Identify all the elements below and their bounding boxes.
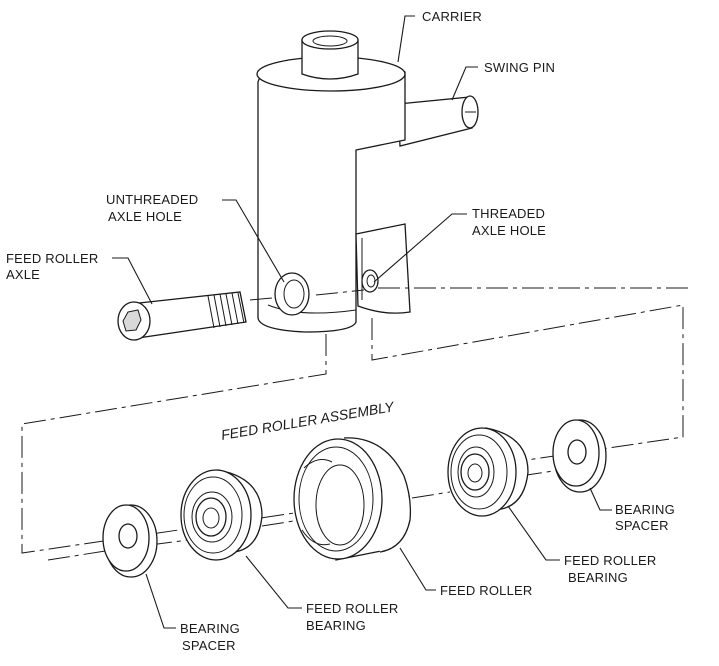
label-feed-roller-bearing-left-line1: FEED ROLLER	[306, 601, 399, 616]
label-unthreaded-line1: UNTHREADED	[106, 192, 198, 207]
label-feed-roller-assembly: FEED ROLLER ASSEMBLY	[220, 398, 397, 443]
label-swing-pin: SWING PIN	[484, 60, 555, 75]
bearing-spacer-left	[102, 504, 158, 578]
label-bearing-spacer-right-line1: BEARING	[615, 502, 675, 517]
label-feed-roller-bearing-left-line2: BEARING	[306, 618, 366, 633]
carrier	[256, 30, 479, 333]
leader-carrier	[397, 15, 415, 63]
label-unthreaded-line2: AXLE HOLE	[108, 209, 182, 224]
unthreaded-axle-hole	[274, 272, 310, 316]
leader-feed-roller-bearing-right	[507, 505, 560, 561]
leader-bearing-spacer-right	[589, 487, 612, 511]
label-carrier: CARRIER	[422, 9, 482, 24]
feed-roller-bearing-right	[447, 427, 529, 517]
label-threaded-line1: THREADED	[472, 206, 545, 221]
label-feed-roller-bearing-right-line2: BEARING	[568, 570, 628, 585]
leader-unthreaded-axle-hole	[222, 199, 285, 283]
feed-roller-bearing-left	[180, 469, 263, 561]
feed-roller-axle	[117, 291, 247, 341]
leader-swing-pin	[451, 66, 478, 101]
feed-roller	[293, 437, 412, 561]
label-feed-roller-bearing-right-line1: FEED ROLLER	[564, 553, 657, 568]
label-bearing-spacer-left-line2: SPACER	[182, 638, 236, 653]
label-bearing-spacer-left-line1: BEARING	[180, 621, 240, 636]
label-bearing-spacer-right-line2: SPACER	[615, 518, 669, 533]
leader-feed-roller-bearing-left	[245, 555, 302, 609]
leader-lines	[112, 15, 612, 629]
label-feed-roller-axle-line2: AXLE	[6, 267, 40, 282]
leader-feed-roller-axle	[112, 257, 153, 305]
feed-roller-assembly	[102, 419, 607, 578]
label-feed-roller-axle-line1: FEED ROLLER	[6, 251, 99, 266]
threaded-axle-hole-tab	[355, 223, 411, 314]
label-threaded-line2: AXLE HOLE	[472, 223, 546, 238]
label-feed-roller: FEED ROLLER	[440, 583, 533, 598]
bearing-spacer-right	[552, 419, 607, 493]
leader-threaded-axle-hole	[373, 213, 467, 283]
leader-bearing-spacer-left	[145, 573, 176, 629]
leader-feed-roller	[399, 547, 436, 591]
swing-pin	[397, 95, 479, 147]
